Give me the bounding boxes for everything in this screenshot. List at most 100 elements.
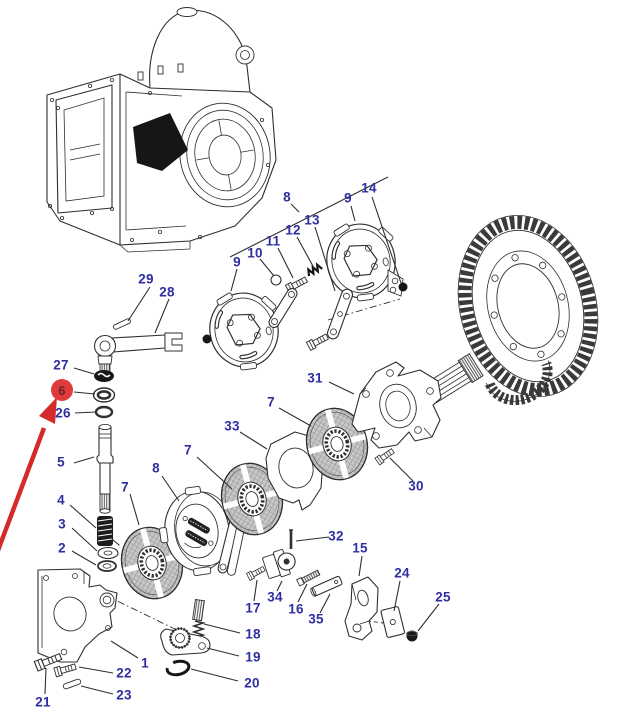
pin-29 bbox=[113, 318, 131, 330]
anchor-bracket-1 bbox=[37, 568, 118, 663]
leader-line bbox=[371, 196, 402, 284]
lever-link-13-right bbox=[326, 288, 354, 340]
leader-line bbox=[295, 536, 330, 542]
callout-7[interactable]: 7 bbox=[184, 442, 192, 458]
nut-14-left bbox=[202, 334, 212, 344]
cam-plate-ear bbox=[387, 269, 404, 297]
crown-wheel-gear bbox=[457, 215, 599, 397]
callout-13[interactable]: 13 bbox=[304, 212, 320, 228]
seal-27 bbox=[94, 370, 114, 382]
callout-8[interactable]: 8 bbox=[152, 460, 160, 476]
callout-12[interactable]: 12 bbox=[285, 222, 301, 238]
leader-line bbox=[0, 427, 47, 552]
leader-line bbox=[290, 203, 300, 213]
washer-3 bbox=[97, 546, 119, 560]
leader-line bbox=[73, 456, 95, 464]
callout-34[interactable]: 34 bbox=[267, 589, 283, 605]
callout-3[interactable]: 3 bbox=[58, 516, 66, 532]
bushing-6 bbox=[92, 387, 116, 403]
callout-17[interactable]: 17 bbox=[245, 600, 261, 616]
callout-22[interactable]: 22 bbox=[116, 665, 132, 681]
callout-24[interactable]: 24 bbox=[394, 565, 410, 581]
highlighted-callout-6[interactable]: 6 bbox=[51, 379, 73, 401]
leader-line bbox=[319, 593, 331, 614]
washer-2 bbox=[97, 560, 117, 572]
leader-line bbox=[69, 504, 97, 529]
callout-1[interactable]: 1 bbox=[141, 655, 149, 671]
leader-line bbox=[154, 298, 170, 334]
callout-31[interactable]: 31 bbox=[307, 370, 323, 386]
callout-35[interactable]: 35 bbox=[308, 611, 324, 627]
ball-10 bbox=[270, 274, 282, 286]
leader-line bbox=[417, 603, 440, 632]
callout-29[interactable]: 29 bbox=[138, 271, 154, 287]
callout-32[interactable]: 32 bbox=[328, 528, 344, 544]
callout-8[interactable]: 8 bbox=[283, 189, 291, 205]
callout-9[interactable]: 9 bbox=[233, 254, 241, 270]
callout-7[interactable]: 7 bbox=[121, 479, 129, 495]
callout-4[interactable]: 4 bbox=[57, 492, 65, 508]
leader-line bbox=[239, 431, 268, 450]
callout-18[interactable]: 18 bbox=[245, 626, 261, 642]
leader-line bbox=[253, 579, 258, 602]
brake-housing-31 bbox=[351, 361, 442, 449]
leader-line bbox=[74, 411, 97, 414]
leader-line bbox=[358, 555, 363, 577]
leader-line bbox=[190, 668, 239, 682]
leader-line bbox=[328, 381, 355, 395]
leader-line bbox=[127, 286, 151, 322]
snap-ring-20 bbox=[165, 659, 191, 677]
pin-23 bbox=[62, 678, 82, 690]
callout-2[interactable]: 2 bbox=[58, 540, 66, 556]
leader-line bbox=[196, 456, 233, 490]
shim-plate-24 bbox=[380, 606, 406, 638]
leader-line bbox=[278, 407, 312, 427]
red-arrow-head bbox=[39, 397, 57, 424]
callout-11[interactable]: 11 bbox=[265, 233, 281, 249]
leader-line bbox=[350, 205, 356, 222]
leader-line bbox=[277, 247, 294, 279]
callout-28[interactable]: 28 bbox=[159, 284, 175, 300]
leader-line bbox=[389, 457, 414, 482]
callout-14[interactable]: 14 bbox=[361, 180, 377, 196]
leader-line bbox=[73, 391, 96, 395]
callout-26[interactable]: 26 bbox=[55, 405, 71, 421]
leader-line bbox=[110, 640, 139, 659]
shaded-area bbox=[133, 113, 188, 171]
pin-32 bbox=[289, 529, 293, 549]
bevel-pinion bbox=[485, 360, 553, 406]
leader-line bbox=[393, 580, 401, 612]
callout-19[interactable]: 19 bbox=[245, 649, 261, 665]
lever-link-13-left bbox=[268, 288, 298, 328]
roller-pin-35 bbox=[310, 575, 343, 597]
callout-16[interactable]: 16 bbox=[288, 601, 304, 617]
callout-27[interactable]: 27 bbox=[53, 357, 69, 373]
callout-21[interactable]: 21 bbox=[35, 694, 51, 710]
callout-25[interactable]: 25 bbox=[435, 589, 451, 605]
callout-9[interactable]: 9 bbox=[344, 190, 352, 206]
leader-line bbox=[259, 258, 275, 277]
callout-10[interactable]: 10 bbox=[247, 245, 263, 261]
leader-line bbox=[129, 493, 140, 526]
callout-7[interactable]: 7 bbox=[267, 394, 275, 410]
callout-20[interactable]: 20 bbox=[244, 675, 260, 691]
callout-23[interactable]: 23 bbox=[116, 687, 132, 703]
leader-line bbox=[314, 226, 336, 292]
spring-4 bbox=[97, 516, 120, 546]
callout-33[interactable]: 33 bbox=[224, 418, 240, 434]
brake-actuator-assembly-8 bbox=[159, 485, 234, 577]
callout-30[interactable]: 30 bbox=[408, 478, 424, 494]
leader-line bbox=[276, 580, 283, 592]
centerline-lower bbox=[104, 594, 186, 635]
leader-line bbox=[44, 667, 47, 695]
callout-15[interactable]: 15 bbox=[352, 540, 368, 556]
callout-5[interactable]: 5 bbox=[57, 454, 65, 470]
camshaft-5 bbox=[96, 423, 114, 514]
adjuster-screw-18 bbox=[191, 599, 206, 638]
leader-line bbox=[71, 550, 97, 566]
transmission-housing bbox=[46, 7, 277, 253]
centerline-upper bbox=[327, 298, 401, 321]
nut-25 bbox=[406, 630, 418, 642]
leader-line bbox=[230, 268, 238, 292]
